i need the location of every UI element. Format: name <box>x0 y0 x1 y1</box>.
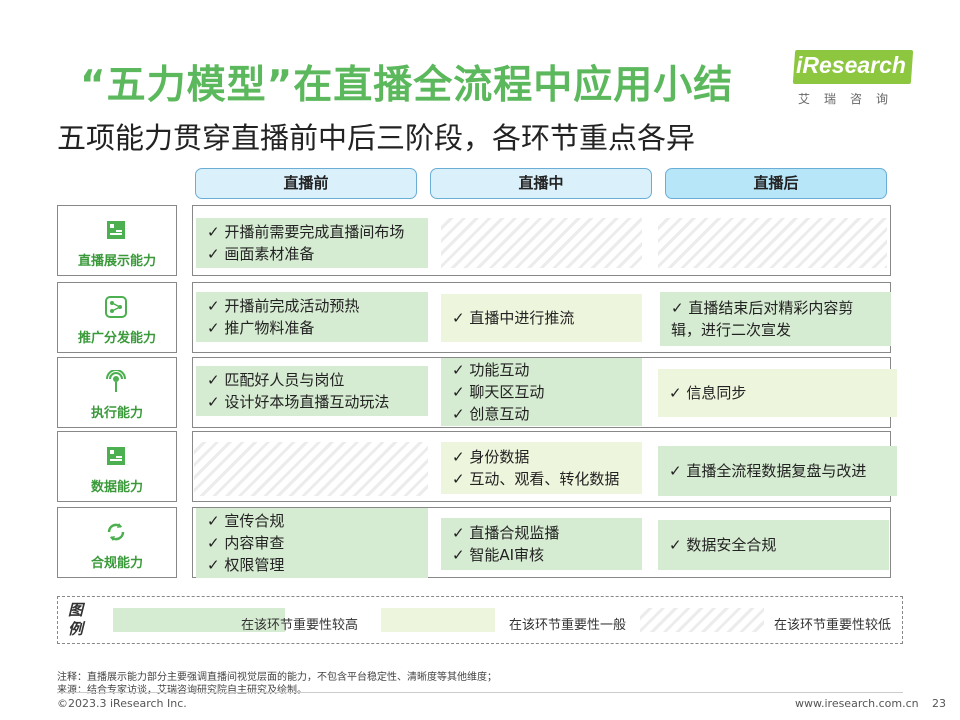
row-label-display: 直播展示能力 <box>57 205 177 276</box>
cell-item: ✓ 直播结束后对精彩内容剪 <box>671 299 854 317</box>
row-label-text: 数据能力 <box>90 480 143 495</box>
page-subtitle: 五项能力贯穿直播前中后三阶段，各环节重点各异 <box>57 121 696 155</box>
cell-item: ✓ 推广物料准备 <box>207 319 315 337</box>
legend-swatch-mid <box>381 608 495 632</box>
legend-title-line: 图 <box>68 601 84 619</box>
share-icon <box>105 296 127 318</box>
legend-title-line: 例 <box>68 620 84 638</box>
row-label-text: 推广分发能力 <box>77 331 156 346</box>
cell-compliance-after: ✓ 数据安全合规 <box>658 520 889 570</box>
cell-item: ✓ 功能互动 <box>452 361 530 379</box>
row-label-text: 合规能力 <box>90 556 143 571</box>
column-header-during: 直播中 <box>430 168 652 199</box>
cell-data-after: ✓ 直播全流程数据复盘与改进 <box>658 446 897 496</box>
cell-data-before <box>194 442 428 496</box>
cell-promotion-during: ✓ 直播中进行推流 <box>441 294 642 342</box>
legend-swatch-low <box>640 608 764 632</box>
website-url: www.iresearch.com.cn <box>795 697 919 710</box>
legend-label-low: 在该环节重要性较低 <box>774 618 892 633</box>
row-label-execution: 执行能力 <box>57 357 177 428</box>
column-header-after: 直播后 <box>665 168 887 199</box>
cell-data-during: ✓ 身份数据 ✓ 互动、观看、转化数据 <box>441 442 642 494</box>
cell-display-during <box>441 218 642 268</box>
cell-item: ✓ 互动、观看、转化数据 <box>452 470 620 488</box>
row-label-compliance: 合规能力 <box>57 507 177 578</box>
data-icon <box>107 447 125 465</box>
cell-promotion-before: ✓ 开播前完成活动预热 ✓ 推广物料准备 <box>196 292 428 342</box>
cell-item: ✓ 智能AI审核 <box>452 546 545 564</box>
cell-execution-during: ✓ 功能互动 ✓ 聊天区互动 ✓ 创意互动 <box>441 358 642 426</box>
cell-display-after <box>658 218 887 268</box>
cell-item: ✓ 匹配好人员与岗位 <box>207 371 345 389</box>
cell-item: ✓ 数据安全合规 <box>669 536 777 554</box>
cell-compliance-during: ✓ 直播合规监播 ✓ 智能AI审核 <box>441 518 642 570</box>
broadcast-icon <box>106 370 126 392</box>
cell-compliance-before: ✓ 宣传合规 ✓ 内容审查 ✓ 权限管理 <box>196 508 428 578</box>
row-label-text: 直播展示能力 <box>77 254 156 269</box>
display-icon <box>107 221 125 239</box>
cell-item: ✓ 权限管理 <box>207 556 285 574</box>
row-label-data: 数据能力 <box>57 431 177 502</box>
cell-item: ✓ 聊天区互动 <box>452 383 545 401</box>
cell-execution-after: ✓ 信息同步 <box>658 369 897 417</box>
logo-text: iResearch <box>796 52 906 78</box>
page-title: “五力模型”在直播全流程中应用小结 <box>80 63 734 108</box>
cell-promotion-after: ✓ 直播结束后对精彩内容剪 辑，进行二次宣发 <box>660 292 891 346</box>
row-label-promotion: 推广分发能力 <box>57 282 177 353</box>
legend: 图 例 在该环节重要性较高 在该环节重要性一般 在该环节重要性较低 <box>57 596 903 644</box>
page-number: 23 <box>932 697 946 710</box>
cell-execution-before: ✓ 匹配好人员与岗位 ✓ 设计好本场直播互动玩法 <box>196 366 428 416</box>
source-note: 来源：结合专家访谈，艾瑞咨询研究院自主研究及绘制。 <box>57 685 307 696</box>
cell-item: ✓ 设计好本场直播互动玩法 <box>207 393 390 411</box>
cell-item: ✓ 内容审查 <box>207 534 285 552</box>
cell-item: ✓ 信息同步 <box>669 384 747 402</box>
cell-item: 辑，进行二次宣发 <box>671 321 792 339</box>
column-header-before: 直播前 <box>195 168 417 199</box>
cell-item: ✓ 直播全流程数据复盘与改进 <box>669 462 867 480</box>
legend-label-mid: 在该环节重要性一般 <box>509 618 627 633</box>
logo-subtext: 艾瑞咨询 <box>798 92 903 106</box>
footnote: 注释：直播展示能力部分主要强调直播间视觉层面的能力，不包含平台稳定性、清晰度等其… <box>57 672 497 683</box>
legend-label-high: 在该环节重要性较高 <box>241 618 359 633</box>
iresearch-logo: iResearch 艾瑞咨询 <box>792 50 918 106</box>
refresh-icon <box>107 523 125 541</box>
footer-divider <box>57 692 903 693</box>
cell-item: ✓ 开播前完成活动预热 <box>207 297 360 315</box>
legend-title: 图 例 <box>68 601 83 639</box>
legend-swatch-high <box>113 608 285 632</box>
cell-item: ✓ 直播中进行推流 <box>452 309 575 327</box>
row-label-text: 执行能力 <box>90 406 143 421</box>
cell-display-before: ✓ 开播前需要完成直播间布场 ✓ 画面素材准备 <box>196 218 428 268</box>
cell-item: ✓ 画面素材准备 <box>207 245 315 263</box>
cell-item: ✓ 开播前需要完成直播间布场 <box>207 223 405 241</box>
cell-item: ✓ 直播合规监播 <box>452 524 560 542</box>
copyright: ©2023.3 iResearch Inc. <box>57 697 187 710</box>
cell-item: ✓ 身份数据 <box>452 448 530 466</box>
cell-item: ✓ 宣传合规 <box>207 512 285 530</box>
cell-item: ✓ 创意互动 <box>452 405 530 423</box>
